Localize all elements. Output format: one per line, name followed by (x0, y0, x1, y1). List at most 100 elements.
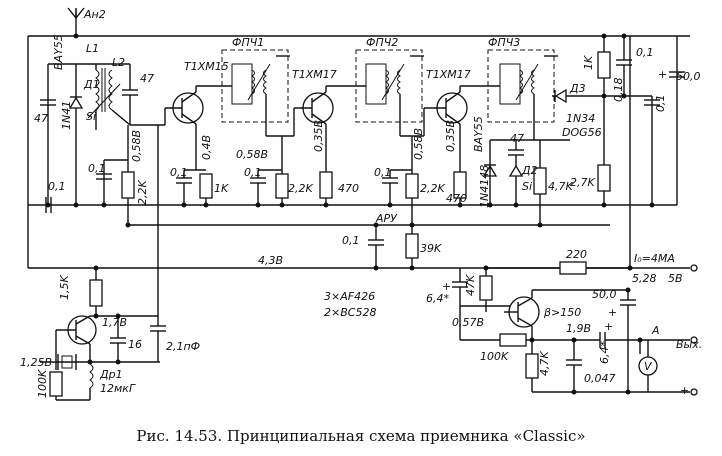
label-v5: 5В (668, 272, 683, 285)
label-dr1-val: 12мкГ (100, 382, 136, 395)
label-1n41: 1N41 (60, 101, 73, 130)
label-i0: I₀=4MA (634, 252, 675, 265)
label-v018: 0,18 (612, 78, 625, 103)
label-transistors-2: 2×BC528 (324, 306, 376, 319)
label-v057: 0,57В (452, 316, 484, 329)
label-meter: V (644, 360, 653, 373)
label-t2: T1XM17 (292, 68, 337, 81)
label-out: Вых. (676, 338, 702, 351)
label-c01-3: 0,1 (244, 166, 262, 179)
label-l1: L1 (86, 42, 99, 55)
label-c21pf: 2,1пФ (166, 340, 200, 353)
label-fpch3: ФПЧ3 (488, 36, 520, 49)
label-fpch2: ФПЧ2 (366, 36, 398, 49)
label-v43: 4,3В (258, 254, 283, 267)
filter-fpch1 (221, 49, 294, 137)
label-c50-out: 50,0 (592, 288, 617, 301)
label-c01-1: 0,1 (88, 162, 106, 175)
label-v125: 1,25В (20, 356, 52, 369)
label-c01-aru: 0,1 (342, 234, 360, 247)
label-v058-1: 0,58В (130, 130, 143, 162)
label-v528: 5,28 (632, 272, 657, 285)
label-t3: T1XM17 (426, 68, 471, 81)
label-c01-4: 0,1 (374, 166, 392, 179)
label-r15k: 1,5K (58, 275, 71, 300)
stage2-bias (250, 136, 289, 205)
label-plus-5: + (680, 384, 689, 397)
filter-fpch3 (487, 49, 558, 140)
label-r100k-left: 100K (36, 369, 49, 398)
label-d2: Д2 (521, 164, 538, 177)
label-r22k-3: 2,2K (420, 182, 445, 195)
label-r47k-b: 4,7K (538, 351, 551, 376)
input-circuit (40, 63, 165, 205)
label-r1k-1: 1K (214, 182, 229, 195)
label-r220: 220 (566, 248, 587, 261)
label-r100k-out: 100K (480, 350, 509, 363)
label-r27k: 2,7K (570, 176, 595, 189)
rails (27, 35, 690, 269)
label-node-a: A (651, 324, 660, 337)
label-fpch1: ФПЧ1 (232, 36, 264, 49)
label-transistors-1: 3×AF426 (324, 290, 375, 303)
label-c16: 16 (128, 338, 142, 351)
label-v04: 0,4В (200, 135, 213, 160)
label-c01-top1: 0,1 (636, 46, 654, 59)
label-plus-1: + (658, 68, 667, 81)
label-c64-star-1: 6,4* (426, 292, 449, 305)
label-c01-top2: 0,1 (654, 95, 667, 113)
stage1-emitter (176, 169, 213, 205)
antenna-symbol (67, 7, 85, 36)
label-c01-left: 0,1 (48, 180, 66, 193)
label-r39k: 39K (420, 242, 442, 255)
label-l2: L2 (112, 56, 125, 69)
label-bay55-right: BAY55 (472, 116, 485, 152)
label-c47-left: 47 (34, 112, 48, 125)
label-plus-4: + (604, 320, 613, 333)
figure-caption: Рис. 14.53. Принципиальная схема приемни… (136, 427, 586, 445)
transistor-t3 (423, 85, 500, 205)
label-r470-2: 470 (446, 192, 467, 205)
label-1n4148: 1N4148 (478, 165, 491, 208)
junction-dots (45, 33, 655, 395)
label-antenna: Ан2 (83, 8, 106, 21)
label-c01-2: 0,1 (170, 166, 188, 179)
label-plus-3: + (608, 306, 617, 319)
label-si-left: Si (86, 110, 96, 123)
filter-fpch2 (355, 49, 424, 137)
label-v058-3: 0,58В (412, 128, 425, 160)
detector-section (482, 139, 570, 225)
label-v035-1: 0,35В (312, 120, 325, 152)
label-dog56: DOG56 (562, 126, 602, 139)
label-v058-2: 0,58В (236, 148, 268, 161)
label-dr1: Др1 (99, 368, 123, 381)
label-r470-1: 470 (338, 182, 359, 195)
input-cap (28, 197, 90, 213)
aru-network (368, 225, 419, 268)
label-r47k: 4,7K (548, 180, 573, 193)
label-r1k-top: 1K (582, 55, 595, 70)
label-r22k-1: 2,2K (136, 180, 149, 205)
label-c64-star-2: 6,4* (598, 341, 611, 364)
label-v035-2: 0,35В (444, 120, 457, 152)
label-aru: АРУ (375, 212, 398, 225)
label-c47-l2: 47 (140, 72, 154, 85)
label-v19: 1,9В (566, 322, 591, 335)
label-d3: Д3 (569, 82, 586, 95)
top-right-section (552, 36, 685, 205)
label-beta: β>150 (543, 306, 581, 319)
transistor-t2 (293, 85, 366, 205)
label-c50-top: 50,0 (676, 70, 701, 83)
transistor-t1 (164, 85, 232, 170)
label-1n34: 1N34 (566, 112, 595, 125)
label-t1: T1XM15 (184, 60, 229, 73)
label-c0047: 0,047 (584, 372, 616, 385)
label-bay55-left: BAY55 (52, 34, 65, 70)
label-plus-2: + (442, 280, 451, 293)
label-r47k-out: 47K (464, 274, 477, 296)
stage3-bias (382, 136, 419, 225)
stage1-bias (96, 125, 135, 225)
label-r22k-2: 2,2K (288, 182, 313, 195)
label-c47-right: 47 (510, 132, 524, 145)
